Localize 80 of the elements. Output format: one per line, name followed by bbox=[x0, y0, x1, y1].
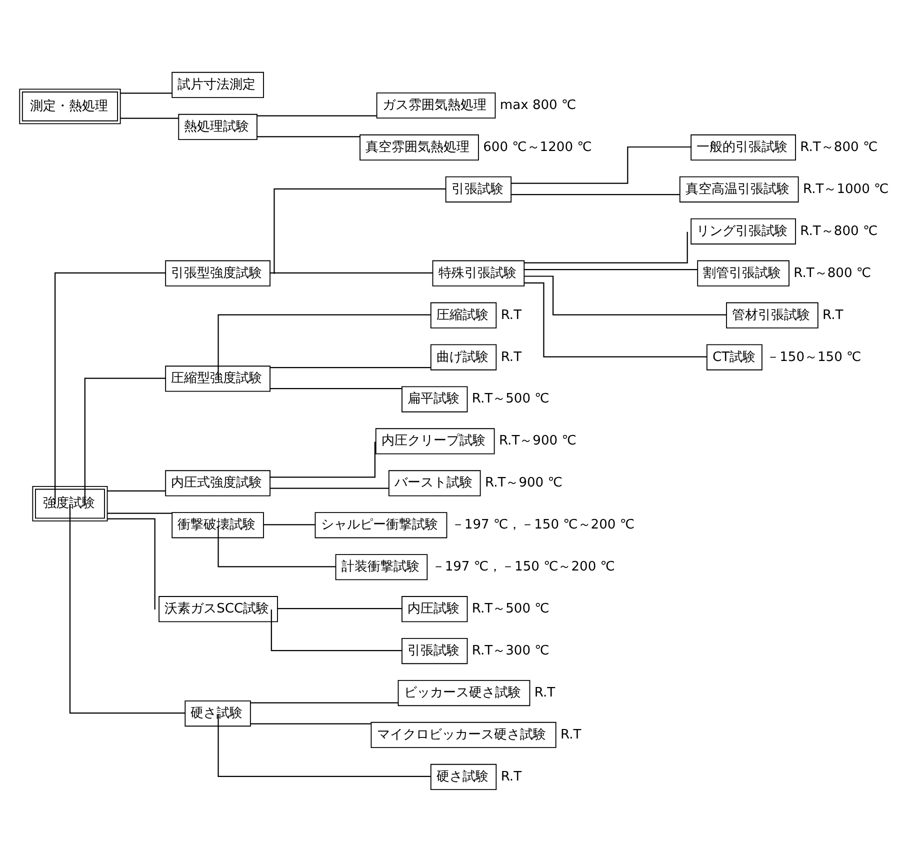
node-box: 内圧式強度試験 bbox=[165, 470, 270, 496]
node-box: CT試験 bbox=[706, 344, 762, 370]
connector bbox=[84, 377, 166, 504]
node-box: マイクロビッカース硬さ試験 bbox=[370, 721, 556, 748]
node-label: R.T bbox=[500, 768, 522, 784]
node-box: 内圧クリープ試験 bbox=[375, 428, 495, 454]
node-label: 600 ℃～1200 ℃ bbox=[483, 139, 592, 154]
node-label: R.T～900 ℃ bbox=[484, 475, 562, 490]
connector bbox=[270, 272, 433, 273]
connector bbox=[120, 92, 172, 94]
connector bbox=[69, 504, 186, 714]
node-box: バースト試験 bbox=[388, 470, 481, 496]
node-label: －197 ℃，－150 ℃～200 ℃ bbox=[432, 559, 615, 574]
node-box: 曲げ試験 bbox=[430, 344, 497, 370]
node-box: 一般的引張試験 bbox=[690, 134, 796, 160]
node-box: 硬さ試験 bbox=[430, 763, 497, 790]
connector bbox=[107, 518, 156, 610]
connector bbox=[218, 525, 336, 567]
node-box: 衝撃破壊試験 bbox=[172, 512, 264, 538]
node-box: ガス雰囲気熱処理 bbox=[376, 92, 496, 118]
connector bbox=[54, 272, 166, 504]
connector bbox=[524, 268, 698, 270]
node-box: 特殊引張試験 bbox=[432, 260, 525, 286]
connector bbox=[250, 702, 398, 703]
node-box: 引張型強度試験 bbox=[165, 260, 270, 286]
connector bbox=[270, 441, 376, 478]
node-label: R.T bbox=[534, 684, 556, 700]
connector bbox=[524, 231, 688, 263]
connector bbox=[524, 275, 727, 315]
node-box: ビッカース硬さ試験 bbox=[398, 679, 530, 706]
node-box: 管材引張試験 bbox=[726, 302, 818, 328]
node-box: 硬さ試験 bbox=[184, 700, 251, 726]
node-box: 計装衝撃試験 bbox=[335, 554, 428, 580]
connector bbox=[511, 146, 692, 184]
node-box: 割管引張試験 bbox=[697, 260, 790, 286]
node-box: 熱処理試験 bbox=[178, 113, 258, 140]
connector bbox=[218, 314, 431, 379]
node-label: R.T～900 ℃ bbox=[498, 433, 576, 448]
connector bbox=[270, 609, 402, 651]
node-label: max 800 ℃ bbox=[500, 97, 576, 112]
node-label: R.T～500 ℃ bbox=[472, 601, 550, 616]
node-box: 引張試験 bbox=[402, 638, 468, 664]
node-box: 扁平試験 bbox=[402, 386, 468, 412]
connector bbox=[270, 366, 431, 368]
connector bbox=[256, 114, 377, 116]
node-label: R.T bbox=[500, 307, 522, 322]
node-box: 測定・熱処理 bbox=[19, 88, 121, 124]
node-label: －150～150 ℃ bbox=[766, 349, 862, 364]
connector bbox=[218, 714, 431, 777]
connector bbox=[274, 188, 446, 274]
connector bbox=[120, 117, 179, 118]
node-box: シャルピー衝撃試験 bbox=[314, 512, 448, 538]
node-box: リング引張試験 bbox=[690, 218, 796, 244]
connector bbox=[107, 512, 172, 514]
node-box: 引張試験 bbox=[445, 176, 512, 202]
connector bbox=[264, 524, 316, 525]
connector bbox=[256, 136, 360, 137]
connector bbox=[524, 282, 707, 357]
connector bbox=[270, 487, 389, 488]
node-label: R.T～800 ℃ bbox=[800, 139, 878, 154]
node-label: R.T bbox=[822, 307, 844, 322]
node-label: R.T bbox=[560, 726, 582, 742]
node-label: R.T～800 ℃ bbox=[800, 223, 878, 238]
node-box: 真空高温引張試験 bbox=[679, 176, 799, 202]
node-label: R.T～500 ℃ bbox=[472, 391, 550, 406]
connector bbox=[270, 387, 402, 389]
node-box: 圧縮試験 bbox=[430, 302, 497, 328]
connector bbox=[277, 608, 402, 609]
node-box: 真空雰囲気熱処理 bbox=[360, 134, 479, 160]
node-label: R.T～1000 ℃ bbox=[802, 181, 889, 196]
connector bbox=[511, 194, 680, 195]
node-box: 内圧試験 bbox=[402, 596, 468, 622]
node-label: R.T～800 ℃ bbox=[794, 265, 872, 280]
node-label: R.T bbox=[500, 349, 522, 364]
connector bbox=[250, 722, 372, 724]
node-label: R.T～300 ℃ bbox=[472, 643, 550, 658]
node-label: －197 ℃，－150 ℃～200 ℃ bbox=[451, 517, 635, 532]
connector bbox=[107, 490, 166, 491]
node-box: 沃素ガスSCC試験 bbox=[158, 596, 278, 622]
node-box: 試片寸法測定 bbox=[172, 71, 264, 98]
